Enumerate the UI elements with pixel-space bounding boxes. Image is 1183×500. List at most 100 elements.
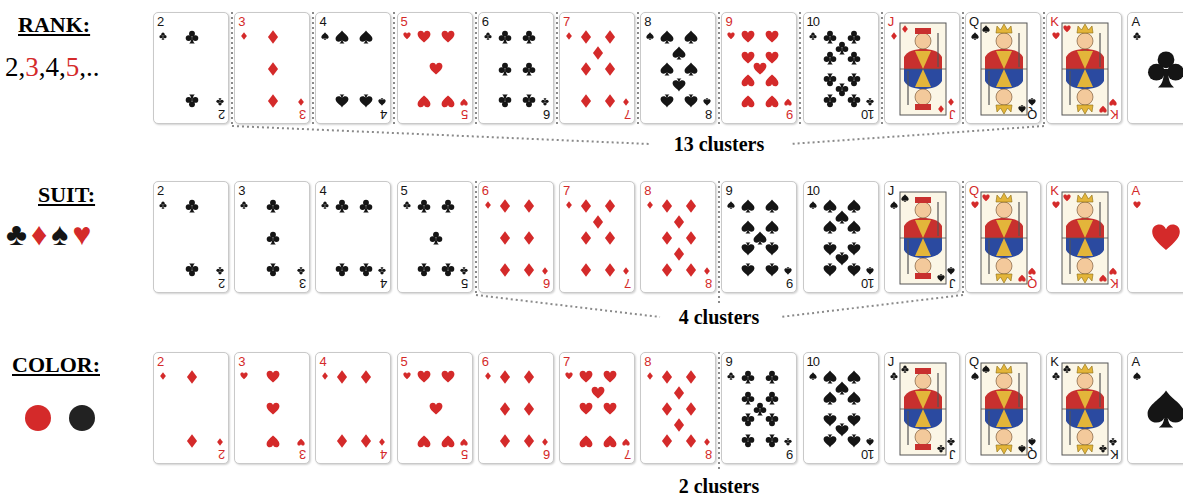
card-art	[364, 264, 370, 270]
suit-pip	[835, 424, 848, 437]
suit-pip	[336, 31, 349, 44]
card-pips	[398, 13, 473, 124]
card-art	[938, 105, 944, 113]
card-art	[686, 434, 696, 447]
playing-card: AA	[1127, 181, 1183, 293]
suit-pip	[1134, 372, 1141, 379]
card-art	[220, 269, 223, 272]
card-art	[847, 371, 860, 384]
card-rank: 6	[544, 276, 550, 290]
card-art	[661, 63, 674, 76]
card-art	[951, 440, 954, 443]
card-art	[522, 35, 528, 41]
card-art	[674, 386, 684, 399]
suit-pip	[847, 392, 860, 405]
suit-pip	[754, 232, 767, 245]
card-art	[746, 377, 752, 383]
card-art	[336, 95, 349, 108]
suit-pip	[565, 372, 572, 379]
card-art	[985, 409, 1023, 429]
card-pips	[235, 13, 310, 124]
card-art	[971, 372, 978, 379]
suit-pip	[361, 434, 371, 447]
card-art	[823, 243, 836, 256]
card-art	[623, 98, 629, 106]
suit-pip	[982, 25, 989, 32]
card-art	[996, 69, 1012, 87]
card-art	[947, 267, 954, 274]
card-art	[1110, 440, 1113, 443]
card-art	[827, 58, 833, 64]
card-art	[1110, 99, 1117, 106]
card-art	[1138, 35, 1141, 38]
card-art	[847, 200, 860, 213]
suit-pip	[785, 99, 792, 106]
card-art	[605, 231, 615, 244]
card-art	[948, 98, 954, 106]
suit-pip	[647, 372, 653, 380]
card-art	[267, 236, 273, 242]
card-art	[526, 37, 532, 43]
card-art	[1080, 216, 1090, 220]
card-art	[1077, 409, 1093, 427]
card-art	[766, 416, 772, 422]
suit-pip	[742, 264, 755, 277]
card-art	[1067, 368, 1070, 371]
card-rank: 4	[381, 276, 387, 290]
separator-line	[312, 12, 314, 126]
card-art	[915, 273, 931, 279]
card-art	[773, 375, 779, 381]
card-art	[903, 369, 906, 373]
card-art	[904, 389, 942, 409]
card-art	[424, 266, 430, 272]
suit-pip	[1018, 275, 1025, 282]
card-art	[192, 204, 198, 210]
card-art	[904, 218, 942, 238]
suit-pip	[522, 31, 535, 44]
card-rank: 8	[644, 184, 650, 198]
card-art	[189, 264, 195, 270]
card-art	[661, 95, 674, 108]
suit-pip	[498, 31, 511, 44]
suit-pip	[847, 31, 860, 44]
suit-pip	[485, 201, 491, 209]
suit-pip	[1110, 438, 1117, 445]
card-art	[1077, 33, 1093, 49]
card-art	[835, 46, 841, 52]
suit-pip	[336, 95, 349, 108]
suit-pip	[766, 392, 779, 405]
suit-pip	[1053, 201, 1060, 208]
card-art	[730, 376, 733, 380]
suit-symbol: ♠	[51, 216, 68, 252]
card-art	[835, 211, 848, 224]
card-art	[985, 389, 1023, 409]
suit-pip	[823, 95, 836, 108]
card-art	[1080, 47, 1090, 51]
card-art	[1077, 24, 1093, 33]
face-frame	[900, 23, 946, 115]
suit-pip	[809, 372, 816, 379]
suit-pip	[604, 435, 617, 447]
card-art	[754, 232, 767, 245]
card-art	[267, 435, 280, 447]
card-art	[770, 398, 776, 404]
suit-pip	[742, 95, 755, 107]
suit-pip	[742, 74, 755, 86]
card-art	[486, 36, 489, 40]
card-art	[441, 435, 454, 447]
card-rank: 8	[706, 276, 712, 290]
card-art	[1080, 256, 1090, 260]
card-art	[441, 204, 447, 210]
card-art	[728, 375, 731, 378]
card-art	[360, 204, 366, 210]
face-frame	[981, 192, 1027, 284]
card-rank: K	[1111, 276, 1119, 290]
face-frame	[900, 363, 946, 455]
suit-pip	[360, 264, 373, 277]
card-art	[985, 218, 1023, 238]
card-art	[186, 35, 192, 41]
card-rank: J	[888, 184, 894, 198]
suit-pip	[901, 365, 908, 372]
card-art	[322, 204, 325, 207]
suit-pip	[662, 231, 672, 244]
